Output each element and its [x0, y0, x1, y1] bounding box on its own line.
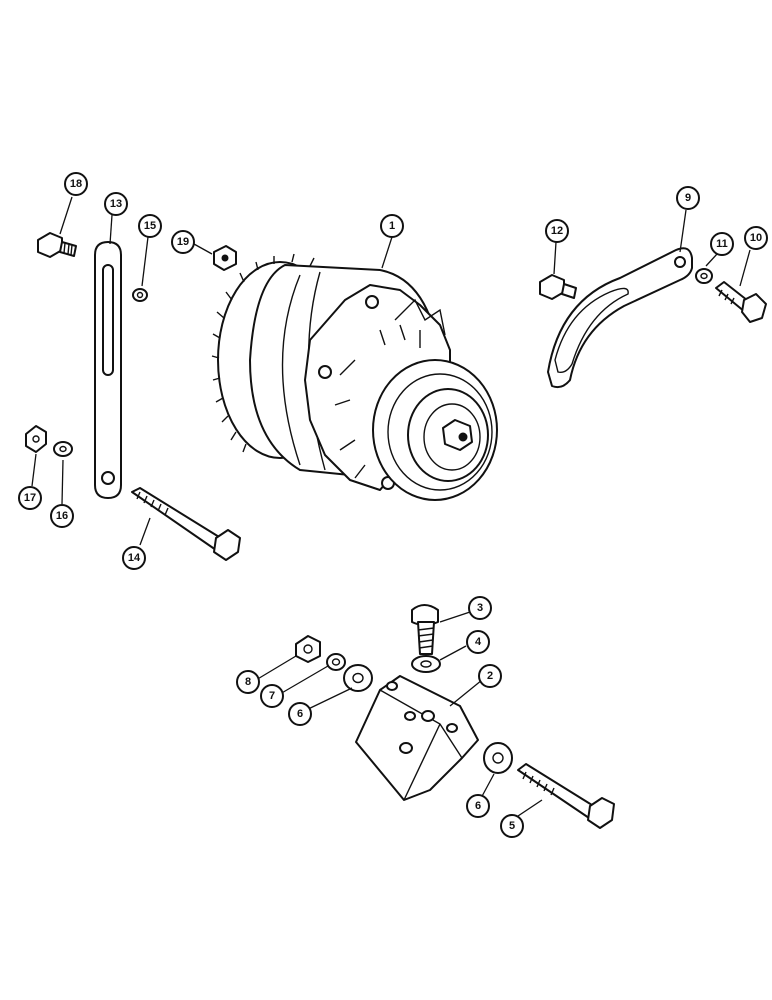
callout-12: 12 [545, 219, 569, 243]
adjusting-strap [94, 241, 122, 499]
callout-13: 13 [104, 192, 128, 216]
callout-2: 2 [478, 664, 502, 688]
lock-washer-11 [695, 268, 713, 284]
callout-19: 19 [171, 230, 195, 254]
callout-6-upper: 6 [288, 702, 312, 726]
callout-label: 6 [297, 708, 303, 720]
lock-washer-16 [53, 441, 73, 457]
callout-16: 16 [50, 504, 74, 528]
callout-label: 16 [56, 510, 68, 522]
callout-11: 11 [710, 232, 734, 256]
callout-14: 14 [122, 546, 146, 570]
callout-4: 4 [466, 630, 490, 654]
nut-8 [295, 635, 321, 663]
nut-17 [25, 425, 47, 453]
callout-label: 10 [750, 232, 762, 244]
callout-6-lower: 6 [466, 794, 490, 818]
bolt-14 [131, 487, 241, 561]
capscrew-18 [37, 232, 77, 258]
callout-label: 14 [128, 552, 141, 564]
callout-label: 12 [551, 225, 563, 237]
callout-7: 7 [260, 684, 284, 708]
callout-label: 17 [24, 492, 36, 504]
callout-15: 15 [138, 214, 162, 238]
callout-label: 6 [475, 800, 481, 812]
callout-label: 13 [110, 198, 122, 210]
bolt-5 [517, 763, 615, 829]
capscrew-12 [539, 274, 577, 300]
callout-label: 3 [477, 602, 483, 614]
callout-3: 3 [468, 596, 492, 620]
callout-label: 9 [685, 192, 691, 204]
callout-label: 2 [487, 670, 493, 682]
brace-9 [547, 247, 693, 389]
leader-lines [31, 196, 751, 821]
callout-18: 18 [64, 172, 88, 196]
callout-17: 17 [18, 486, 42, 510]
capscrew-3 [411, 604, 439, 655]
callout-label: 18 [70, 178, 82, 190]
callout-label: 1 [389, 220, 395, 232]
callout-label: 7 [269, 690, 275, 702]
nut-19 [213, 245, 237, 271]
callout-label: 19 [177, 236, 189, 248]
callout-label: 4 [475, 636, 482, 648]
lock-washer-4 [411, 655, 441, 673]
lock-washer-7 [326, 653, 346, 671]
mounting-bracket [355, 675, 479, 801]
bolt-10 [715, 281, 767, 323]
callout-9: 9 [676, 186, 700, 210]
callout-label: 11 [716, 238, 728, 250]
washer-15 [132, 288, 148, 302]
callout-10: 10 [744, 226, 768, 250]
callout-1: 1 [380, 214, 404, 238]
callout-label: 5 [509, 820, 515, 832]
callout-label: 15 [144, 220, 156, 232]
callout-label: 8 [245, 676, 251, 688]
flat-washer-6-lower [483, 742, 513, 774]
callout-5: 5 [500, 814, 524, 838]
flat-washer-6-upper [343, 664, 373, 692]
callout-8: 8 [236, 670, 260, 694]
alternator [211, 253, 498, 501]
